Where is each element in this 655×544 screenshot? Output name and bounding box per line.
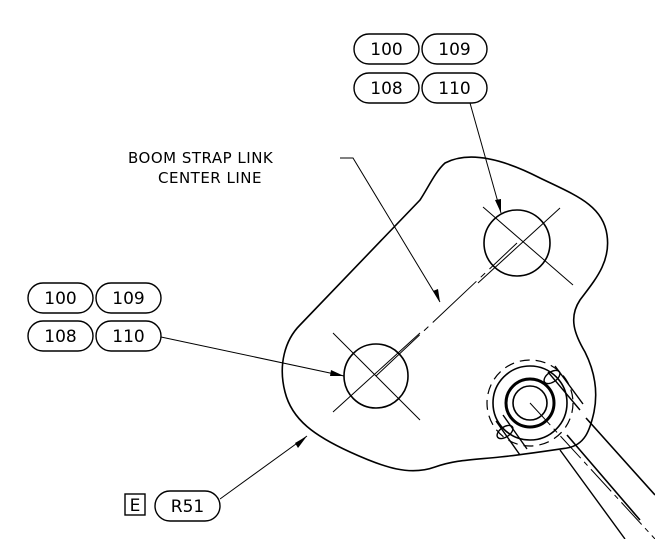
- radius-callout-text: R51: [171, 497, 204, 517]
- callout-balloon: [353, 33, 420, 65]
- callout-text: 110: [112, 327, 144, 347]
- callout-text: 109: [438, 40, 470, 60]
- callout-balloon: [27, 282, 94, 314]
- callout-group-upper: 100 109 108 110: [353, 33, 488, 104]
- note-arrowhead: [433, 289, 440, 302]
- callout-text: 100: [44, 289, 76, 309]
- strap-arm-edge: [559, 449, 626, 540]
- radius-callout-balloon: [154, 490, 221, 522]
- callout-text: 109: [112, 289, 144, 309]
- lower-hole-crosshair: [332, 332, 421, 413]
- note-line-2: CENTER LINE: [158, 169, 262, 187]
- strap-arm-centerline: [529, 402, 655, 540]
- callout-balloon: [95, 282, 162, 314]
- upper-hole: [483, 209, 551, 277]
- lower-hole-crosshair: [332, 332, 421, 421]
- upper-hole-crosshair: [482, 206, 574, 286]
- callout-balloon: [421, 33, 488, 65]
- center-line: [375, 242, 518, 377]
- callout-text: 110: [438, 79, 470, 99]
- datum-flag-text: E: [130, 496, 141, 516]
- callout-group-left: 100 109 108 110: [27, 282, 162, 352]
- note-leader: [340, 157, 441, 303]
- part-outline: [281, 156, 609, 472]
- pin-inner-circle: [512, 385, 548, 421]
- callout-text: 100: [370, 40, 402, 60]
- radius-callout-arrowhead: [295, 436, 307, 448]
- datum-flag-box: [124, 493, 146, 516]
- upper-callout-leader: [469, 102, 502, 214]
- left-callout-arrowhead: [330, 370, 344, 376]
- callout-text: 108: [370, 79, 402, 99]
- callout-balloon: [95, 320, 162, 352]
- upper-hole-crosshair: [477, 207, 561, 284]
- pin-outer-circle: [492, 365, 568, 441]
- callout-text: 108: [44, 327, 76, 347]
- strap-arm: [566, 417, 655, 521]
- callout-balloon: [421, 72, 488, 104]
- radius-callout-leader: [219, 435, 308, 500]
- note-line-1: BOOM STRAP LINK: [128, 149, 274, 167]
- pin-dashed-circle: [486, 359, 574, 447]
- upper-callout-arrowhead: [495, 199, 501, 213]
- callout-balloon: [353, 72, 420, 104]
- cotter-pin-bottom: [495, 414, 528, 456]
- cotter-pin-top: [543, 365, 584, 411]
- left-callout-leader: [160, 336, 345, 377]
- callout-balloon: [27, 320, 94, 352]
- pin-inner-circle-outer: [504, 377, 556, 429]
